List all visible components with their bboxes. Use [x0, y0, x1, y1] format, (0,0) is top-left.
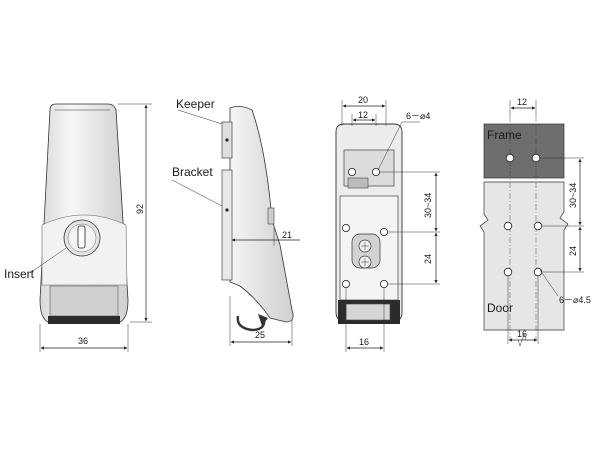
side-view: Keeper Bracket 21 25	[171, 97, 300, 346]
dim-top-12: 12	[358, 110, 368, 120]
back-mount-holes	[341, 167, 388, 288]
dim-cut-16: 16	[517, 329, 527, 339]
dim-height: 92	[135, 204, 145, 214]
label-keeper: Keeper	[176, 97, 215, 111]
dim-holes-phi4: 6－⌀4	[406, 111, 430, 121]
front-base-window	[49, 285, 119, 317]
frame-panel	[483, 123, 565, 179]
label-frame: Frame	[487, 128, 522, 142]
label-bracket: Bracket	[172, 165, 213, 179]
dim-depth: 25	[255, 330, 265, 340]
side-body	[229, 106, 294, 323]
cutout-view: Frame Door 12 30~34 24 6－⌀4.5	[479, 97, 591, 347]
dim-cut-24: 24	[568, 246, 578, 256]
dim-top-20: 20	[358, 95, 368, 105]
label-door: Door	[487, 301, 513, 315]
door-panel	[479, 181, 569, 331]
dim-cut-holes-phi45: 6－⌀4.5	[559, 295, 591, 305]
back-view: 20 12 6－⌀4 30~34 24 16	[335, 95, 440, 352]
back-cam	[351, 233, 381, 269]
bracket-part	[221, 169, 233, 281]
dim-cut-12: 12	[517, 97, 527, 107]
front-view: Insert 92 36	[4, 103, 152, 352]
dim-width: 36	[78, 336, 88, 346]
dim-range-30-34: 30~34	[423, 193, 433, 218]
dim-spacing-24: 24	[423, 254, 433, 264]
dim-bottom-16: 16	[359, 337, 369, 347]
cutout-holes	[503, 153, 543, 277]
insert-lock	[63, 219, 101, 257]
label-insert: Insert	[4, 267, 35, 281]
dim-offset: 21	[282, 230, 292, 240]
rotate-arrow-icon	[236, 314, 268, 332]
dim-cut-range-30-34: 30~34	[568, 183, 578, 208]
